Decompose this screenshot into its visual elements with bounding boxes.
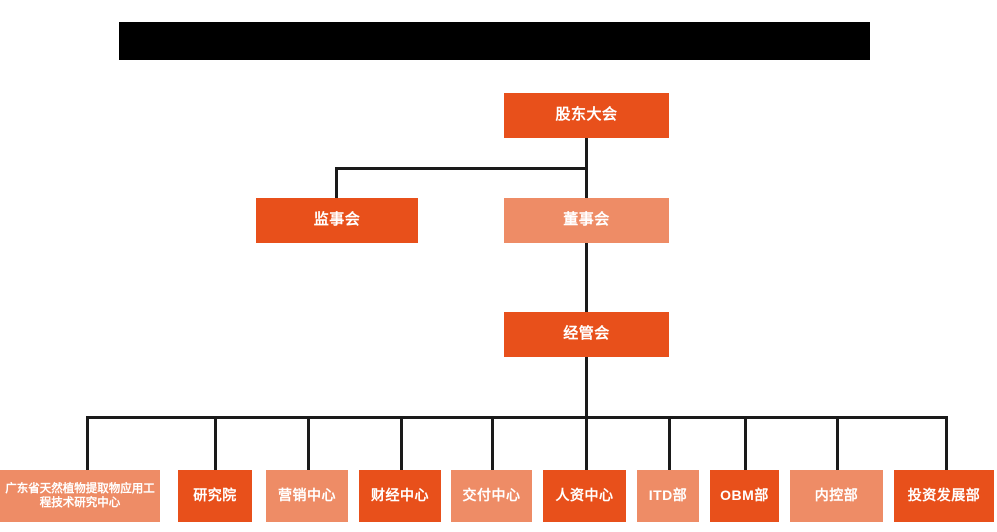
node-marketing-center[interactable]: 营销中心 [266, 470, 348, 522]
connector-directors-to-management [585, 243, 588, 312]
connector-drop-internal-control [836, 416, 839, 470]
node-obm-department[interactable]: OBM部 [710, 470, 779, 522]
connector-drop-delivery-center [491, 416, 494, 470]
redacted-title-bar [119, 22, 870, 60]
connector-drop-marketing-center [307, 416, 310, 470]
node-hr-center[interactable]: 人资中心 [543, 470, 626, 522]
node-board-of-supervisors[interactable]: 监事会 [256, 198, 418, 243]
node-management-committee[interactable]: 经管会 [504, 312, 669, 357]
connector-drop-investment-dev [945, 416, 948, 470]
node-finance-center[interactable]: 财经中心 [359, 470, 441, 522]
connector-drop-obm-dept [744, 416, 747, 470]
node-internal-control-department[interactable]: 内控部 [790, 470, 883, 522]
node-gd-natural-plant-extract-research-center[interactable]: 广东省天然植物提取物应用工程技术研究中心 [0, 470, 160, 522]
node-research-institute[interactable]: 研究院 [178, 470, 252, 522]
connector-drop-gd-research-center [86, 416, 89, 470]
node-board-of-directors[interactable]: 董事会 [504, 198, 669, 243]
connector-drop-itd-dept [668, 416, 671, 470]
connector-drop-research-institute [214, 416, 217, 470]
node-investment-development-department[interactable]: 投资发展部 [894, 470, 994, 522]
connector-management-down [585, 357, 588, 417]
connector-drop-hr-center [585, 416, 588, 470]
node-delivery-center[interactable]: 交付中心 [451, 470, 532, 522]
connector-departments-bus [86, 416, 946, 419]
connector-directors-drop [585, 167, 588, 198]
connector-shareholders-down [585, 138, 588, 170]
connector-supervisors-drop [335, 167, 338, 198]
connector-drop-finance-center [400, 416, 403, 470]
connector-level1-bus [335, 167, 587, 170]
node-shareholders-meeting[interactable]: 股东大会 [504, 93, 669, 138]
node-itd-department[interactable]: ITD部 [637, 470, 699, 522]
